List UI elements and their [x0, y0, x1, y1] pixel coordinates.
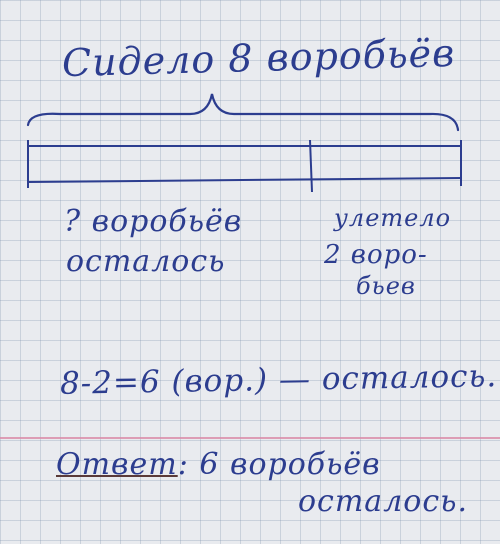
segment-bottom-line: [27, 177, 463, 183]
curly-brace: [26, 93, 460, 132]
equation: 8-2=6 (вор.) — осталось.: [59, 358, 498, 402]
right-segment-label-line2: 2 воро-: [324, 240, 428, 270]
right-segment-label-line3: бьев: [356, 272, 416, 300]
red-margin-line: [0, 437, 500, 439]
answer-label: Ответ: [56, 447, 178, 482]
left-segment-label-line1: ? воробьёв: [64, 204, 243, 239]
left-segment-label-line2: осталось: [66, 244, 226, 279]
answer-line1: Ответ: 6 воробьёв: [56, 447, 381, 482]
answer-text: : 6 воробьёв: [177, 447, 381, 482]
right-segment-label-line1: улетело: [334, 204, 452, 232]
segment-divider: [309, 139, 313, 193]
answer-line2: осталось.: [298, 484, 469, 519]
